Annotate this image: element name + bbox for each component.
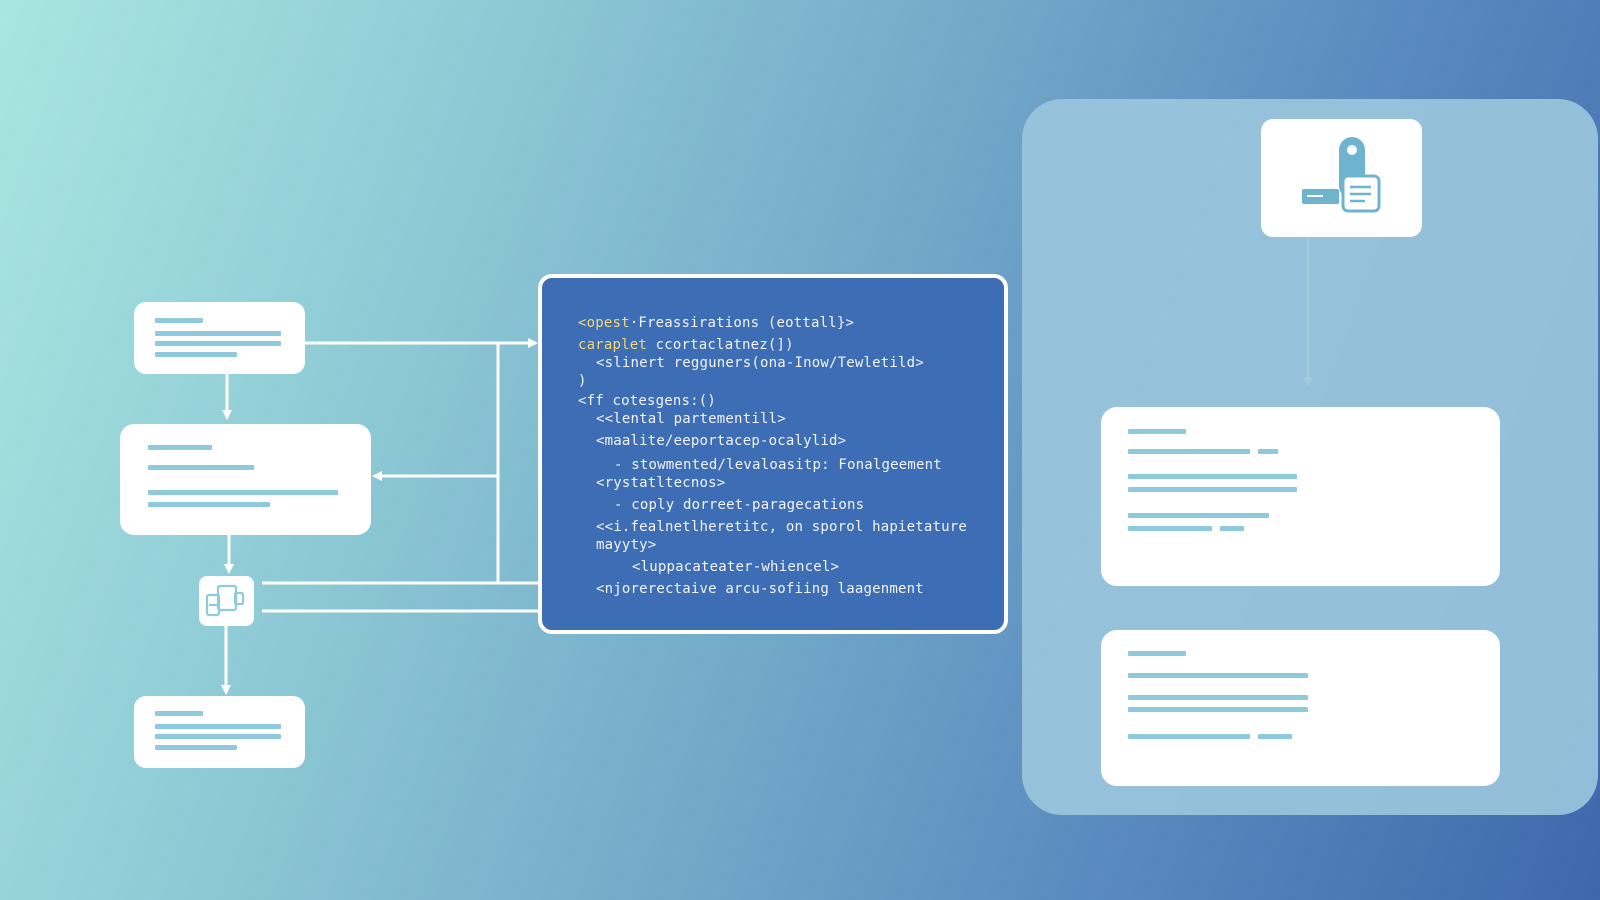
code-line: mayyty> (578, 536, 974, 554)
code-text: <<lental partementill> (596, 411, 786, 427)
placeholder-bar (155, 352, 237, 357)
code-text: <rystatltecnos> (596, 475, 726, 491)
placeholder-bar (1128, 526, 1212, 531)
code-text: <maalite/eeportacep-ocalylid> (596, 433, 847, 449)
code-line: ) (578, 372, 974, 390)
placeholder-bar (1128, 707, 1308, 712)
placeholder-bar (155, 745, 237, 750)
placeholder-bar (155, 711, 203, 716)
placeholder-bar (1128, 673, 1308, 678)
placeholder-bar (1128, 487, 1297, 492)
code-line: <<lental partementill> (578, 410, 974, 428)
code-line: - stowmented/levaloasitp: Fonalgeement (578, 456, 974, 474)
code-line: <opest·Freassirations (eottall}> (578, 314, 974, 332)
code-text: <ff cotesgens:() (578, 393, 717, 409)
placeholder-bar (1258, 734, 1292, 739)
code-text: mayyty> (596, 537, 657, 553)
placeholder-bar (148, 502, 270, 507)
placeholder-bar (155, 724, 281, 729)
placeholder-bar (148, 465, 254, 470)
placeholder-bar (1128, 734, 1250, 739)
placeholder-bar (148, 445, 212, 450)
code-line: <slinert regguners(ona-Inow/Tewletild> (578, 354, 974, 372)
placeholder-bar (1258, 449, 1278, 454)
flow-card-1[interactable] (134, 302, 305, 374)
placeholder-bar (1220, 526, 1244, 531)
placeholder-bar (155, 341, 281, 346)
placeholder-bar (1128, 651, 1186, 656)
placeholder-bar (1128, 513, 1269, 518)
code-line: caraplet ccortaclatnez(]) (578, 336, 974, 354)
detail-card-2[interactable] (1101, 630, 1500, 786)
code-text: ) (578, 373, 587, 389)
code-line: <luppacateater-whiencel> (578, 558, 974, 576)
code-panel: <opest·Freassirations (eottall}> caraplet… (538, 274, 1008, 634)
flow-icon-card[interactable] (199, 576, 254, 626)
placeholder-bar (148, 490, 338, 495)
placeholder-bar (1128, 474, 1297, 479)
code-text: <njorerectaive arcu-sofiing laagenment (596, 581, 924, 597)
usb-document-icon (1302, 137, 1381, 213)
placeholder-bar (155, 734, 281, 739)
code-line: <ff cotesgens:() (578, 392, 974, 410)
code-keyword: <opest (578, 315, 630, 331)
detail-card-1[interactable] (1101, 407, 1500, 586)
code-block: <opest·Freassirations (eottall}> caraplet… (578, 314, 974, 598)
code-line: - coply dorreet-paragecations (578, 496, 974, 514)
code-text: <<i.fealnetlheretitc, on sporol hapietat… (596, 519, 968, 535)
code-line: <<i.fealnetlheretitc, on sporol hapietat… (578, 518, 974, 536)
code-text: - stowmented/levaloasitp: Fonalgeement (614, 457, 942, 473)
placeholder-bar (1128, 429, 1186, 434)
placeholder-bar (155, 331, 281, 336)
code-text: ·Freassirations (eottall}> (629, 315, 855, 331)
flow-card-3[interactable] (134, 696, 305, 768)
placeholder-bar (1128, 695, 1308, 700)
code-keyword: caraplet (578, 337, 648, 353)
code-text: <slinert regguners(ona-Inow/Tewletild> (596, 355, 924, 371)
code-line: <rystatltecnos> (578, 474, 974, 492)
flow-card-2[interactable] (120, 424, 371, 535)
top-right-icon-card[interactable] (1261, 119, 1422, 237)
code-line: <maalite/eeportacep-ocalylid> (578, 432, 974, 450)
copy-devices-icon (205, 584, 245, 617)
code-line: <njorerectaive arcu-sofiing laagenment (578, 580, 974, 598)
code-text: <luppacateater-whiencel> (632, 559, 840, 575)
code-text: - coply dorreet-paragecations (614, 497, 865, 513)
code-text: ccortaclatnez(]) (647, 337, 794, 353)
placeholder-bar (155, 318, 203, 323)
placeholder-bar (1128, 449, 1250, 454)
